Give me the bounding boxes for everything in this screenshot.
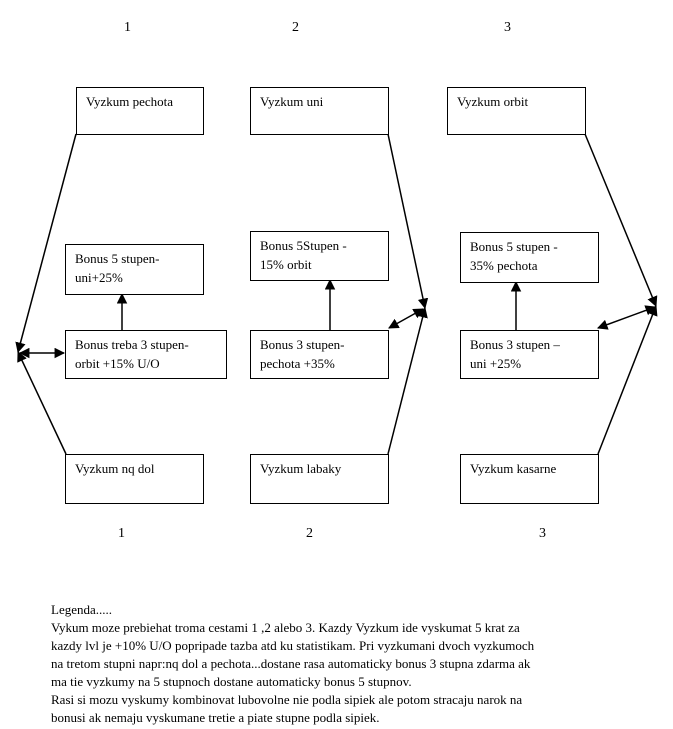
bonus3-col3-line-1: Bonus 3 stupen – <box>470 337 560 352</box>
box-vyzkum-kasarne: Vyzkum kasarne <box>460 454 599 504</box>
legend-line-2: kazdy lvl je +10% U/O popripade tazba at… <box>51 638 535 653</box>
box-vyzkum-nq-dol: Vyzkum nq dol <box>65 454 204 504</box>
box-vyzkum-labaky: Vyzkum labaky <box>250 454 389 504</box>
box-bonus5-col3: Bonus 5 stupen - 35% pechota <box>460 232 599 283</box>
bonus5-col3-line-2: 35% pechota <box>470 258 538 273</box>
bonus3-col2-line-1: Bonus 3 stupen- <box>260 337 345 352</box>
bonus3-col3-line-2: uni +25% <box>470 356 522 371</box>
bonus3-col1-line-1: Bonus treba 3 stupen- <box>75 337 189 352</box>
bonus5-col1-line-2: uni+25% <box>75 270 123 285</box>
box-bonus3-col2: Bonus 3 stupen-pechota +35% <box>250 330 389 379</box>
bonus3-col1-line-2: orbit +15% U/O <box>75 356 160 371</box>
bonus3-col2-line-2: pechota +35% <box>260 356 335 371</box>
column-number-top-2: 2 <box>292 20 299 35</box>
arrow-node3-bonus3-col3 <box>597 305 656 330</box>
legend-line-4: ma tie vyzkumy na 5 stupnoch dostane aut… <box>51 674 412 689</box>
arrow-node2-bonus3-col2 <box>388 308 424 329</box>
column-number-top-1: 1 <box>124 20 131 35</box>
arrow-nqdol-to-node1 <box>17 351 67 455</box>
box-vyzkum-orbit: Vyzkum orbit <box>447 87 586 135</box>
legend-line-5: Rasi si mozu vyskumy kombinovat lubovoln… <box>51 692 523 707</box>
bonus5-col2-line-1: Bonus 5Stupen - <box>260 238 347 253</box>
column-number-top-3: 3 <box>504 20 511 35</box>
box-bonus5-col1: Bonus 5 stupen-uni+25% <box>65 244 204 295</box>
column-number-bottom-1: 1 <box>118 526 125 541</box>
legend: Legenda..... Vykum moze prebiehat troma … <box>51 601 661 727</box>
legend-line-1: Vykum moze prebiehat troma cestami 1 ,2 … <box>51 620 520 635</box>
bonus5-col3-line-1: Bonus 5 stupen - <box>470 239 558 254</box>
box-vyzkum-uni: Vyzkum uni <box>250 87 389 135</box>
arrow-orbit-to-node3 <box>584 133 658 307</box>
legend-line-3: na tretom stupni napr:nq dol a pechota..… <box>51 656 531 671</box>
arrow-kasarne-to-node3 <box>597 305 658 455</box>
arrow-pechota-to-node1 <box>15 133 77 354</box>
bonus5-col2-line-2: 15% orbit <box>260 257 312 272</box>
box-bonus3-col1: Bonus treba 3 stupen-orbit +15% U/O <box>65 330 227 379</box>
box-bonus3-col3: Bonus 3 stupen – uni +25% <box>460 330 599 379</box>
box-bonus5-col2: Bonus 5Stupen - 15% orbit <box>250 231 389 281</box>
column-number-bottom-2: 2 <box>306 526 313 541</box>
arrow-uni-to-node2 <box>387 133 429 310</box>
column-number-bottom-3: 3 <box>539 526 546 541</box>
arrow-labaky-to-node2 <box>387 306 428 455</box>
bonus5-col1-line-1: Bonus 5 stupen- <box>75 251 160 266</box>
legend-title: Legenda..... <box>51 602 113 617</box>
box-vyzkum-pechota: Vyzkum pechota <box>76 87 204 135</box>
legend-line-6: bonusi ak nemaju vyskumane tretie a piat… <box>51 710 380 725</box>
